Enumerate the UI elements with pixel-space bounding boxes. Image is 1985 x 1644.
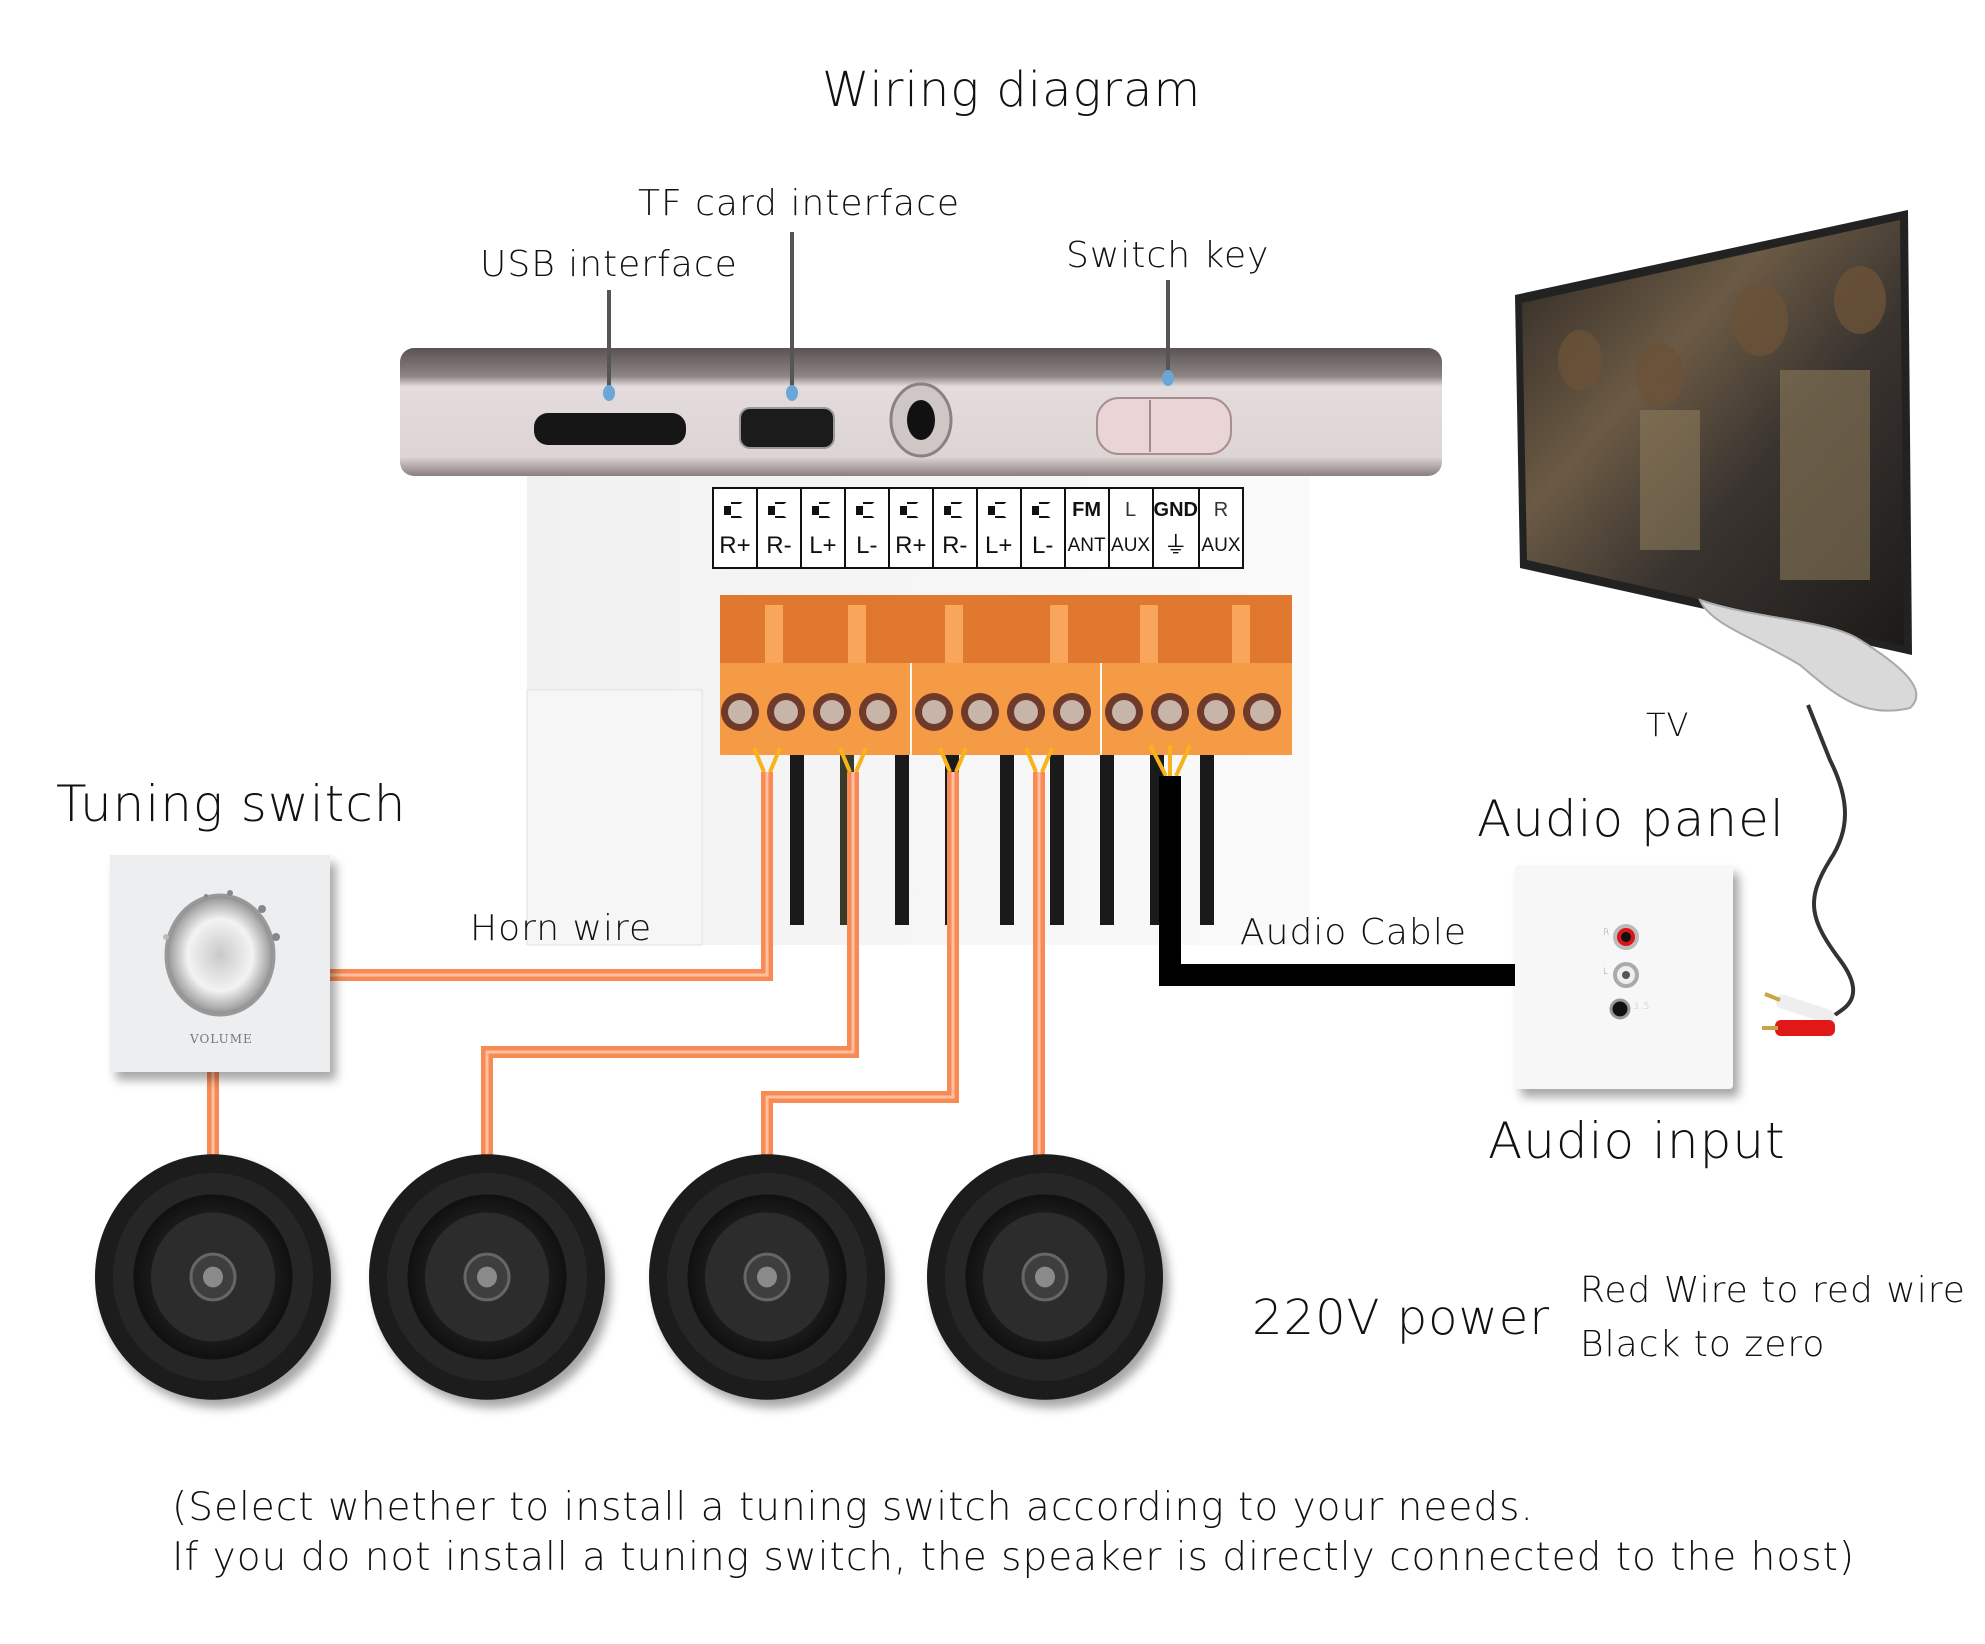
speaker-icon [987,492,1010,528]
terminal-label-cell: L+ [802,489,846,567]
terminal-screw-head [1204,700,1228,724]
terminal-screw-head [820,700,844,724]
speaker-icon [855,492,878,528]
audio-input-label: Audio input [1488,1112,1786,1170]
terminal-label-cell: R AUX [1200,489,1242,567]
terminal-screw-head [1112,700,1136,724]
panel-3-5-label: 3.5 [1633,1002,1651,1012]
terminal-bottom-label: AUX [1111,535,1151,556]
terminal-bottom-label: L- [856,532,878,559]
audio-cable-label: Audio Cable [1240,912,1467,953]
terminal-screw-head [968,700,992,724]
note-line-1: (Select whether to install a tuning swit… [172,1485,1534,1530]
speaker-icon [811,492,834,528]
terminal-bottom-label: L+ [809,532,837,559]
terminal-label-cell: L AUX [1110,489,1154,567]
speaker-icon [899,492,922,528]
speaker-icon [943,492,966,528]
volume-label: VOLUME [190,1032,253,1046]
terminal-bottom-label: ANT [1067,535,1106,556]
terminal-top-label: R [1213,499,1229,521]
terminal-top-label: L [1124,499,1137,521]
terminal-label-cell: R- [758,489,802,567]
ceiling-speaker [927,1154,1163,1400]
page-title: Wiring diagram [822,62,1202,118]
terminal-label-cell: GND ⏚ [1154,489,1200,567]
panel-r-label: R [1603,928,1611,938]
audio-panel-plate [1515,865,1733,1089]
terminal-screw-head [774,700,798,724]
terminal-label-cell: L+ [978,489,1022,567]
tuning-switch-label: Tuning switch [56,775,407,833]
tf-card-slot [534,413,686,445]
power-black-instruction: Black to zero [1580,1324,1826,1365]
ceiling-speaker [649,1154,885,1400]
audio-panel-label: Audio panel [1477,790,1785,848]
terminal-screw-head [728,700,752,724]
terminal-label-cell: R+ [714,489,758,567]
terminal-label-cell: R+ [890,489,934,567]
callout-usb-interface: USB interface [480,244,738,285]
tv-label: TV [1646,706,1690,744]
callout-tf-card-interface: TF card interface [638,183,961,224]
speaker-icon [1031,492,1054,528]
terminal-screw-head [866,700,890,724]
ceiling-speaker [369,1154,605,1400]
terminal-top-label: GND [1153,499,1198,521]
ceiling-speaker [95,1154,331,1400]
tuning-switch-plate [110,855,330,1072]
speakers [95,1154,1163,1400]
terminal-bottom-label: R+ [719,532,751,559]
terminal-screw-head [1250,700,1274,724]
installation-note: (Select whether to install a tuning swit… [172,1483,1855,1583]
speaker-icon [767,492,790,528]
speaker-icon [723,492,746,528]
terminal-bottom-label: AUX [1201,535,1241,556]
terminal-bottom-label: R+ [895,532,927,559]
volume-knob [164,893,276,1017]
terminal-label-cell: FM ANT [1066,489,1110,567]
terminal-screw-head [922,700,946,724]
callout-dots [603,370,1174,401]
terminal-bottom-label: L- [1031,532,1054,559]
ground-icon: ⏚ [1163,532,1188,559]
device-body-left-step [526,689,703,946]
terminal-screw-head [1014,700,1038,724]
terminal-label-cell: L- [1022,489,1066,567]
jack-3-5mm [1609,998,1631,1020]
terminal-screw-head [1158,700,1182,724]
panel-l-label: L [1603,967,1610,977]
terminal-bottom-label: R- [942,532,968,559]
terminal-bottom-label: R- [766,532,792,559]
terminal-screw-head [1060,700,1084,724]
rca-cable [1762,704,1856,1036]
power-red-instruction: Red Wire to red wire [1580,1270,1966,1311]
terminal-bottom-label: L+ [985,532,1013,559]
terminal-blocks [720,595,1292,755]
usb-port [739,407,835,449]
terminal-label-cell: R- [934,489,978,567]
power-label: 220V power [1252,1290,1551,1346]
terminal-top-label: FM [1072,499,1102,521]
note-line-2: If you do not install a tuning switch, t… [172,1535,1856,1580]
terminal-screws [721,693,1281,731]
callout-switch-key: Switch key [1066,235,1270,276]
terminal-label-cell: L- [846,489,890,567]
audio-cable [1159,776,1515,986]
wire-cores [752,744,1192,777]
callout-lines [607,232,1170,392]
switch-key [1096,397,1232,455]
tv [1515,210,1918,712]
horn-wire-label: Horn wire [470,908,653,949]
